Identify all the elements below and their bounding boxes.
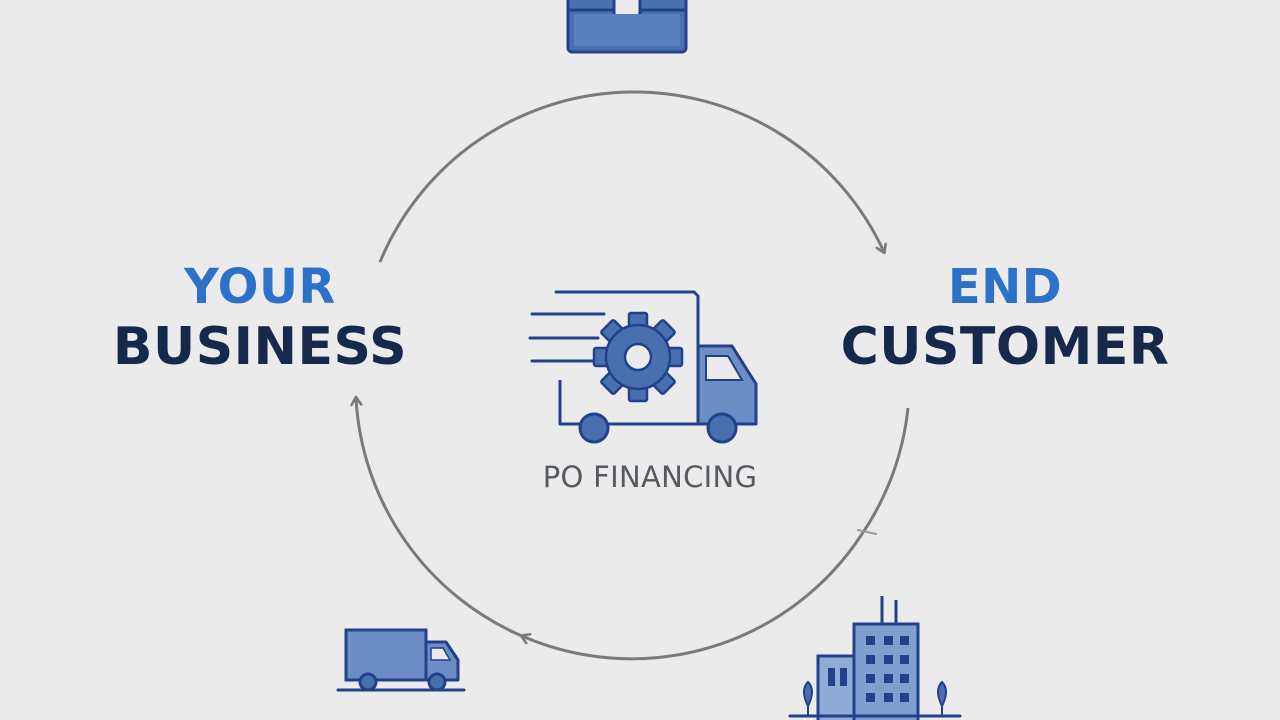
node-end-customer-line1: END	[947, 259, 1063, 315]
node-your-business-line1: YOUR	[184, 259, 336, 315]
center-label-po-financing: PO FINANCING	[542, 460, 758, 494]
arrow-top-arc	[378, 90, 884, 263]
arrow-right-arc-tick	[857, 529, 877, 535]
toolbox-icon	[566, 0, 688, 54]
arrow-bottom-arc	[522, 533, 864, 661]
node-end-customer-line2: CUSTOMER	[840, 317, 1170, 377]
node-end-customer: END CUSTOMER	[840, 263, 1170, 373]
node-your-business: YOUR BUSINESS	[110, 263, 410, 373]
arrow-right-arc	[860, 407, 910, 535]
delivery-truck-icon	[336, 628, 466, 692]
truck-gear-icon	[528, 290, 758, 444]
office-building-icon	[788, 596, 962, 720]
arrow-left-arc	[356, 398, 523, 638]
gear-icon	[592, 311, 684, 403]
node-your-business-line2: BUSINESS	[112, 317, 408, 377]
